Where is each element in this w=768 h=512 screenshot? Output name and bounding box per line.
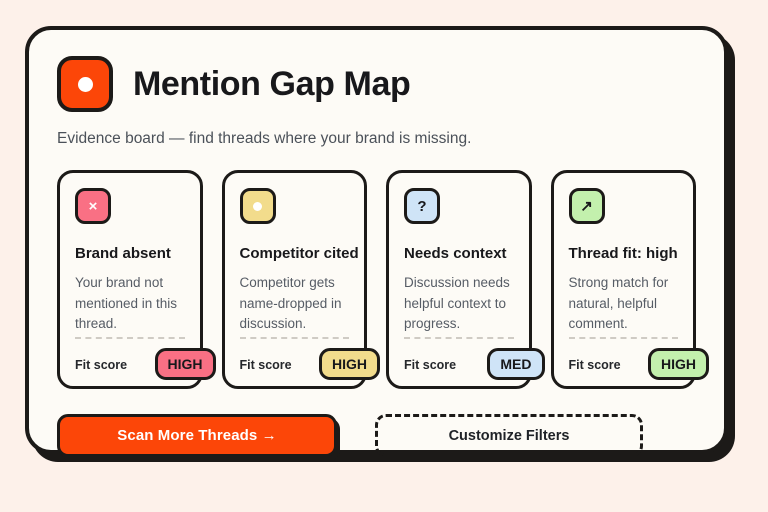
card-description: Discussion needs helpful context to prog… (404, 275, 510, 332)
card-description: Your brand not mentioned in this thread. (75, 275, 178, 332)
fit-score-badge: HIGH (319, 348, 380, 381)
card-competitor-cited[interactable]: Competitor cited Competitor gets name-dr… (221, 170, 380, 390)
fit-score-label: Fit score (404, 358, 457, 373)
header: Mention Gap Map (57, 56, 696, 112)
card-divider (239, 337, 349, 340)
fit-score-badge: HIGH (648, 348, 709, 381)
fit-score-badge: HIGH (154, 348, 216, 381)
dot-shape (253, 201, 262, 211)
card-footer: Fit score HIGH (568, 348, 709, 381)
card-grid: × Brand absent Your brand not mentioned … (57, 170, 709, 390)
customize-filters-button[interactable]: Customize Filters (375, 414, 643, 458)
card-footer: Fit score HIGH (239, 348, 380, 381)
card-brand-absent[interactable]: × Brand absent Your brand not mentioned … (57, 170, 216, 390)
close-x-icon: × (75, 188, 111, 225)
app-logo-icon (57, 56, 113, 112)
action-row: Scan More Threads → Customize Filters (57, 414, 696, 458)
page-subtitle: Evidence board — find threads where your… (57, 130, 472, 147)
fit-score-label: Fit score (75, 358, 128, 373)
card-footer: Fit score HIGH (75, 348, 216, 381)
card-thread-fit-high[interactable]: ↗ Thread fit: high Strong match for natu… (550, 170, 709, 390)
main-panel: Mention Gap Map Evidence board — find th… (25, 26, 728, 458)
card-title: Needs context (404, 245, 507, 263)
arrow-up-right-icon: ↗ (568, 188, 605, 225)
card-divider (568, 337, 678, 340)
card-needs-context[interactable]: ? Needs context Discussion needs helpful… (386, 170, 545, 390)
card-description: Strong match for natural, helpful commen… (568, 275, 669, 332)
logo-inner-dot (77, 76, 93, 92)
page-title: Mention Gap Map (133, 65, 411, 103)
card-divider (404, 337, 514, 340)
fit-score-label: Fit score (239, 358, 292, 373)
card-divider (75, 337, 185, 340)
fit-score-label: Fit score (568, 358, 621, 373)
card-footer: Fit score MED (404, 348, 545, 381)
fit-score-badge: MED (487, 348, 545, 381)
card-title: Brand absent (75, 245, 171, 263)
card-title: Thread fit: high (568, 245, 678, 263)
scan-more-threads-button[interactable]: Scan More Threads → (57, 414, 337, 458)
card-title: Competitor cited (239, 245, 359, 263)
question-mark-icon: ? (404, 188, 440, 225)
filled-dot-icon (239, 188, 276, 225)
card-description: Competitor gets name-dropped in discussi… (239, 275, 342, 332)
